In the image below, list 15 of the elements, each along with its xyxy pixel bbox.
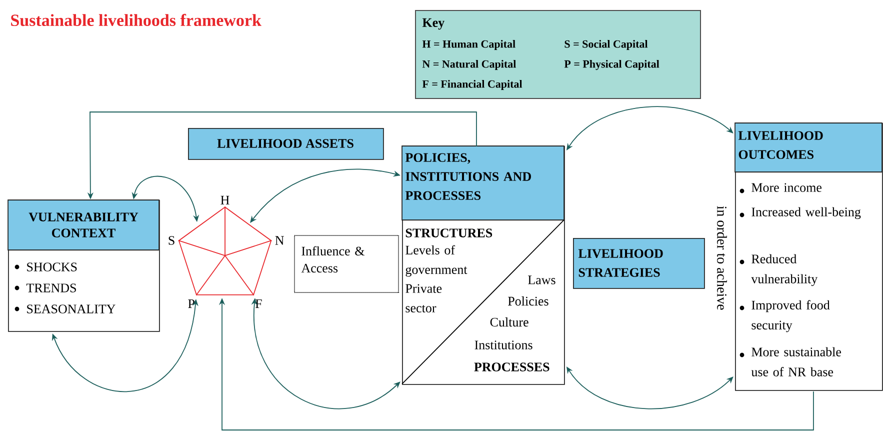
node-label: H [220,196,230,204]
policies-box: POLICIES, INSTITUTIONS AND PROCESSES STRUCTURES Levels of government Private sector Laws Policies Culture Institutions PROCESSES [402,146,565,385]
outcomes-box: LIVELIHOOD OUTCOMES More income Increased well-being Reduced vulnerability Improved food security More sustainable use of NR base [734,122,883,391]
dotted-box: Influence & Access [294,235,399,293]
node-label: S [168,236,174,245]
key-box: Key H = Human Capital S = Social Capital N = Natural Capital P = Physical Capital F = Financial Capital [415,10,701,99]
title: Sustainable livelihoods framework [11,14,262,26]
node-label: F [255,299,262,308]
pentagon-drawing: H S N P F [168,196,284,308]
heading-box: LIVELIHOOD STRATEGIES [573,238,705,289]
node-label: N [275,236,284,245]
context-box: VULNERABILITY CONTEXT SHOCKS TRENDS SEASONALITY [8,200,160,332]
vertical-text: in order to acheive [717,206,727,310]
node-label: P [188,299,194,308]
heading-box: LIVELIHOOD ASSETS [188,128,384,160]
